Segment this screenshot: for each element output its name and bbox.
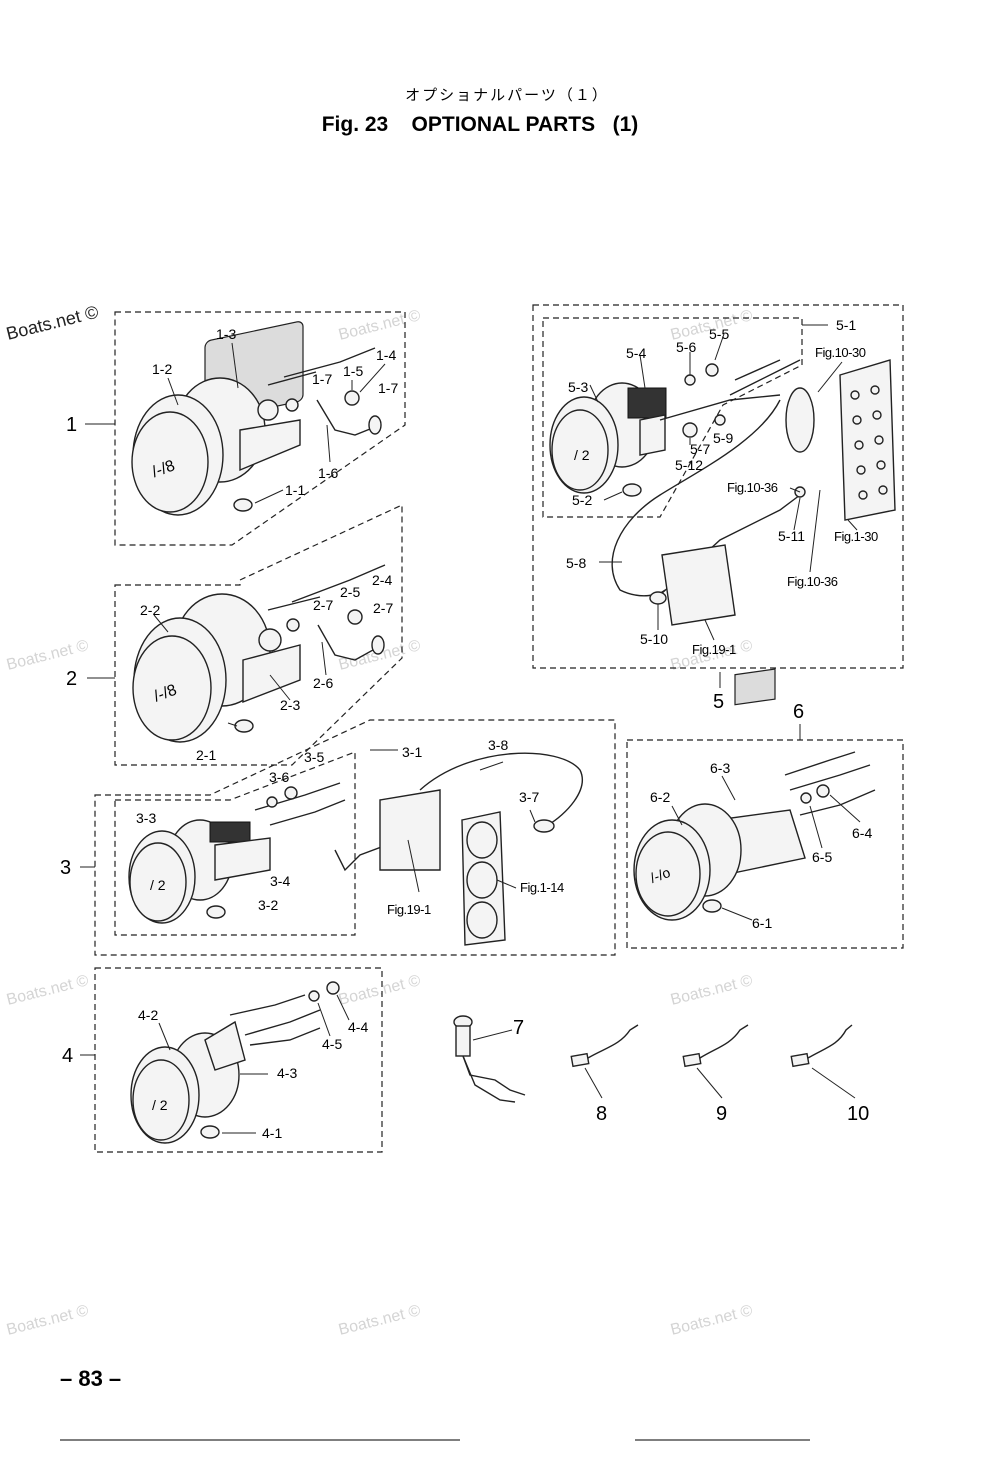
label-6-2: 6-2 — [650, 789, 670, 805]
ref-fig19-1: Fig.19-1 — [387, 902, 431, 917]
label-6-4: 6-4 — [852, 825, 872, 841]
watermark: Boats.net © — [337, 1302, 423, 1339]
label-3-4: 3-4 — [270, 873, 290, 889]
label-5-11: 5-11 — [778, 528, 805, 544]
page-number: – 83 – — [60, 1366, 121, 1391]
svg-text:/ 2: / 2 — [150, 877, 166, 893]
watermark: Boats.net © — [337, 972, 423, 1009]
label-1-1: 1-1 — [285, 482, 305, 498]
label-1-4: 1-4 — [376, 347, 396, 363]
item-7-switch: 7 — [453, 1015, 526, 1103]
label-5-3: 5-3 — [568, 379, 588, 395]
label-4-4: 4-4 — [348, 1019, 368, 1035]
item-8-number: 8 — [596, 1103, 607, 1125]
group-4-number: 4 — [62, 1045, 73, 1067]
label-1-7: 1-7 — [378, 380, 398, 396]
ref-fig10-36: Fig.10-36 — [727, 480, 778, 495]
svg-text:/ 2: / 2 — [152, 1097, 168, 1113]
label-1-3: 1-3 — [216, 326, 236, 342]
label-6-3: 6-3 — [710, 760, 730, 776]
group-4-gauge: 4 / 2 4-2 4-4 4-5 4-3 4-1 — [62, 967, 383, 1153]
item-9-number: 9 — [716, 1103, 727, 1125]
label-5-12: 5-12 — [675, 457, 703, 473]
label-4-1: 4-1 — [262, 1125, 282, 1141]
watermark-top-left: Boats.net © — [4, 302, 100, 344]
label-5-9: 5-9 — [713, 430, 733, 446]
group-6-number: 6 — [793, 701, 804, 723]
title-japanese: オプショナルパーツ（１） — [405, 87, 609, 104]
label-2-7: 2-7 — [373, 600, 393, 616]
ref-fig10-36: Fig.10-36 — [787, 574, 838, 589]
ref-fig1-30: Fig.1-30 — [834, 529, 878, 544]
label-2-6: 2-6 — [313, 675, 333, 691]
ref-fig10-30: Fig.10-30 — [815, 345, 866, 360]
label-2-7: 2-7 — [313, 597, 333, 613]
item-10-number: 10 — [847, 1103, 869, 1125]
label-4-3: 4-3 — [277, 1065, 297, 1081]
label-3-7: 3-7 — [519, 789, 539, 805]
item-7-number: 7 — [513, 1017, 524, 1039]
label-3-3: 3-3 — [136, 810, 156, 826]
label-3-6: 3-6 — [269, 769, 289, 785]
group-5-gauge: 5 / 2 — [532, 304, 904, 713]
svg-text:/ 2: / 2 — [574, 447, 590, 463]
label-1-5: 1-5 — [343, 363, 363, 379]
label-2-1: 2-1 — [196, 747, 216, 763]
group-1-number: 1 — [66, 414, 77, 436]
label-2-2: 2-2 — [140, 602, 160, 618]
watermark: Boats.net © — [5, 637, 91, 674]
label-2-5: 2-5 — [340, 584, 360, 600]
label-4-2: 4-2 — [138, 1007, 158, 1023]
label-5-4: 5-4 — [626, 345, 646, 361]
label-1-6: 1-6 — [318, 465, 338, 481]
label-3-5: 3-5 — [304, 749, 324, 765]
label-3-2: 3-2 — [258, 897, 278, 913]
label-5-5: 5-5 — [709, 326, 729, 342]
label-5-1: 5-1 — [836, 317, 856, 333]
group-2-number: 2 — [66, 668, 77, 690]
item-9-connector: 9 — [682, 1024, 749, 1125]
label-3-8: 3-8 — [488, 737, 508, 753]
label-5-10: 5-10 — [640, 631, 668, 647]
label-6-1: 6-1 — [752, 915, 772, 931]
item-8-connector: 8 — [570, 1024, 639, 1125]
group-1-gauge: 1 /-/8 1-3 1-2 1-4 1-5 1-7 1-7 1-6 1-1 — [66, 311, 406, 546]
label-3-1: 3-1 — [402, 744, 422, 760]
svg-text:/-/8: /-/8 — [150, 457, 178, 481]
group-3-gauge: 3 / 2 3-1 3-5 3-6 3-3 3-4 3-2 3-8 3-7 Fi… — [60, 719, 616, 956]
page-title: Fig. 23 OPTIONAL PARTS (1) — [322, 113, 639, 136]
watermark: Boats.net © — [669, 972, 755, 1009]
item-10-connector: 10 — [790, 1024, 869, 1125]
svg-text:/-/o: /-/o — [648, 864, 673, 886]
label-5-7: 5-7 — [690, 441, 710, 457]
label-6-5: 6-5 — [812, 849, 832, 865]
label-1-2: 1-2 — [152, 361, 172, 377]
label-2-4: 2-4 — [372, 572, 392, 588]
watermark: Boats.net © — [669, 1302, 755, 1339]
group-3-number: 3 — [60, 857, 71, 879]
svg-text:/-/8: /-/8 — [152, 682, 180, 706]
ref-fig19-1: Fig.19-1 — [692, 642, 736, 657]
label-5-2: 5-2 — [572, 492, 592, 508]
label-4-5: 4-5 — [322, 1036, 342, 1052]
group-5-number: 5 — [713, 691, 724, 713]
watermark: Boats.net © — [5, 1302, 91, 1339]
ref-fig1-14: Fig.1-14 — [520, 880, 564, 895]
watermark: Boats.net © — [5, 972, 91, 1009]
label-1-7: 1-7 — [312, 371, 332, 387]
group-2-gauge: 2 /-/8 2-2 2-4 2-5 2-7 2-7 2-6 2-3 2-1 — [66, 504, 403, 766]
group-6-gauge: 6 /-/o 6-3 6-2 6-4 6-5 6-1 — [626, 668, 904, 949]
label-2-3: 2-3 — [280, 697, 300, 713]
label-5-8: 5-8 — [566, 555, 586, 571]
label-5-6: 5-6 — [676, 339, 696, 355]
